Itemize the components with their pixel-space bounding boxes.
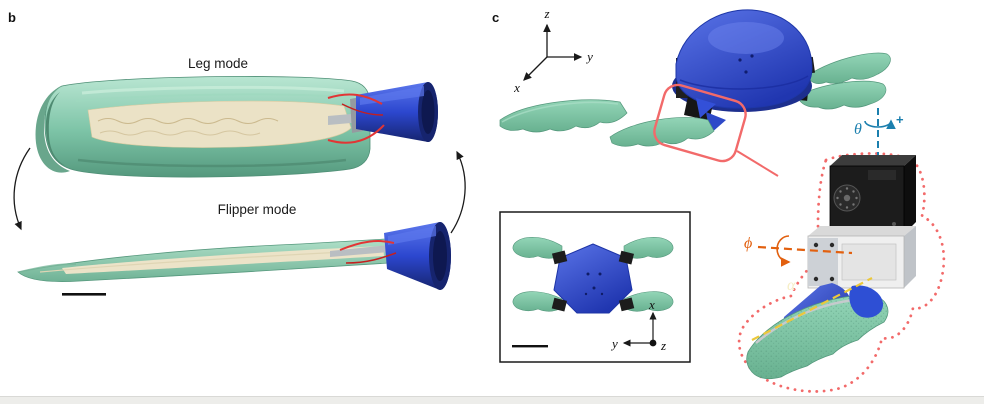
phi-axis-annotation: ϕ xyxy=(744,235,853,267)
alpha-axis-annotation: α xyxy=(751,277,873,341)
main-axes: z y x xyxy=(513,6,593,95)
theta-label: θ xyxy=(854,121,862,138)
inset-axes: x y z xyxy=(610,297,666,353)
inset-axis-x-label: x xyxy=(648,297,655,312)
phi-label: ϕ xyxy=(744,235,752,252)
theta-rotation-arrow xyxy=(864,119,896,130)
robot-flipper-near-left-outer xyxy=(499,99,628,133)
zoom-dotted-outline xyxy=(737,152,946,393)
axis-x-arrow xyxy=(523,56,548,81)
leg-mode-label: Leg mode xyxy=(187,56,249,71)
phi-rotation-arrow xyxy=(776,235,791,267)
inset-robot-top-view xyxy=(512,237,674,314)
flipper-mode-label: Flipper mode xyxy=(217,202,297,217)
leg-mode-illustration xyxy=(35,76,438,178)
callout-leader-line xyxy=(736,150,779,177)
leg-tendon-wire xyxy=(327,93,383,105)
pitch-servo-motor xyxy=(807,226,916,289)
leg-curled-edge xyxy=(35,85,70,173)
axis-x-label: x xyxy=(513,80,520,95)
inset-axis-z-dot xyxy=(649,339,657,347)
robot-flipper-near-left-inner xyxy=(609,117,715,147)
transform-arrow-right xyxy=(450,150,466,234)
leg-bone-interior xyxy=(87,100,352,148)
flipper-rod xyxy=(330,245,389,257)
flipper-bone-core xyxy=(62,246,384,274)
panel-b-canvas xyxy=(13,76,466,296)
flipper-assembly: α xyxy=(746,277,889,380)
robot-render xyxy=(499,9,891,147)
scale-bar-inset xyxy=(512,345,548,348)
transform-arrow-left xyxy=(13,147,31,231)
panel-c-canvas: z y x xyxy=(499,6,946,393)
flipper-tendon-wire xyxy=(339,240,395,251)
axis-y-label: y xyxy=(585,49,593,64)
panel-b-label: b xyxy=(8,10,16,25)
scale-bar-b xyxy=(62,293,106,296)
joint-zoom-view: θ + xyxy=(737,108,946,393)
robot-flipper-far-right-upper xyxy=(809,52,891,84)
inset-axis-y-label: y xyxy=(610,336,618,351)
theta-plus-sign: + xyxy=(896,112,904,127)
panel-c-label: c xyxy=(492,10,500,25)
inset-flipper-ur xyxy=(623,237,674,259)
alpha-dashed-axis xyxy=(751,277,873,341)
inset-flipper-lr xyxy=(623,291,674,312)
inset-axis-z-label: z xyxy=(660,338,666,353)
top-view-inset: x y z xyxy=(499,211,691,363)
joint-highlight-outline xyxy=(653,83,747,163)
flipper-mode-illustration xyxy=(17,222,451,290)
blade-hub xyxy=(849,285,884,318)
robot-flipper-far-right-lower xyxy=(799,80,887,110)
yaw-servo-motor xyxy=(829,155,916,235)
axis-z-label: z xyxy=(543,6,549,21)
inset-flipper-ul xyxy=(512,237,563,259)
inset-flipper-ll xyxy=(512,291,563,312)
page-footer-strip xyxy=(0,396,984,404)
alpha-label: α xyxy=(787,277,796,294)
phi-dashed-axis xyxy=(757,245,853,255)
